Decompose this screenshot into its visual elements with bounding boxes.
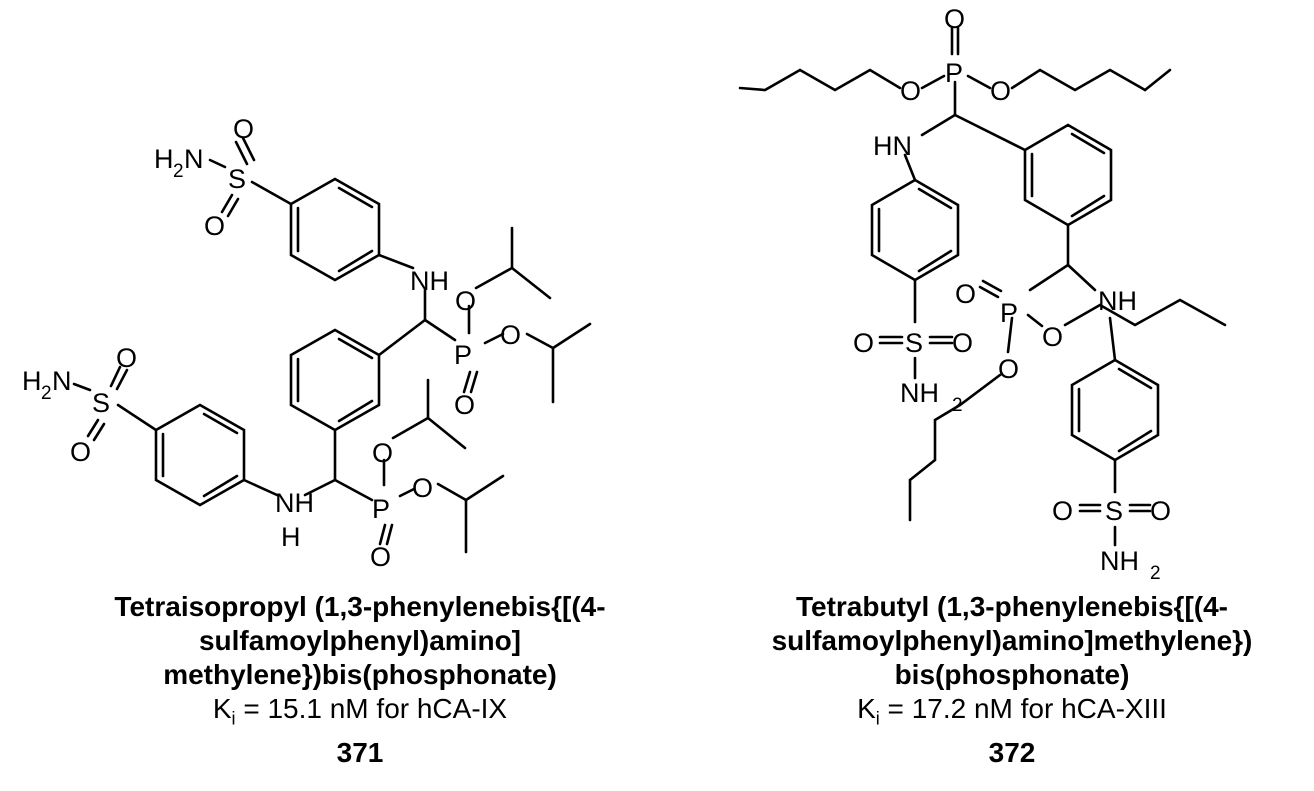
svg-text:O: O (955, 279, 976, 309)
svg-text:O: O (412, 473, 433, 503)
svg-text:NH: NH (900, 378, 939, 408)
svg-text:S: S (92, 388, 110, 418)
structure-371: H 2 N S O O NH P O O O H 2 N S O O NH H … (22, 114, 592, 572)
svg-text:H: H (281, 522, 301, 552)
svg-text:O: O (233, 114, 254, 144)
svg-text:N: N (184, 144, 204, 174)
svg-text:P: P (454, 340, 472, 370)
svg-text:O: O (70, 437, 91, 467)
svg-text:2: 2 (41, 383, 52, 404)
lower-benzene-ring (1070, 358, 1160, 462)
svg-text:S: S (1105, 496, 1123, 526)
svg-text:O: O (454, 390, 475, 420)
svg-text:O: O (853, 328, 874, 358)
svg-text:O: O (1052, 496, 1073, 526)
svg-text:O: O (204, 211, 225, 241)
svg-text:S: S (905, 328, 923, 358)
svg-text:2: 2 (173, 161, 184, 182)
svg-text:N: N (52, 366, 72, 396)
svg-text:O: O (372, 438, 393, 468)
svg-text:O: O (116, 343, 137, 373)
ki-value: Ki = 15.1 nM for hCA-IX (212, 693, 508, 729)
svg-text:O: O (1150, 496, 1171, 526)
svg-text:NH: NH (1098, 286, 1137, 316)
compound-name-line: Tetrabutyl (1,3-phenylenebis{[(4- (795, 591, 1228, 622)
svg-text:NH: NH (275, 488, 314, 518)
svg-text:P: P (1000, 298, 1018, 328)
compound-name-line: Tetraisopropyl (1,3-phenylenebis{[(4- (114, 591, 606, 622)
lower-benzene-ring (154, 403, 246, 507)
ki-value: Ki = 17.2 nM for hCA-XIII (857, 693, 1167, 729)
svg-text:NH: NH (410, 266, 449, 296)
compound-number: 372 (988, 736, 1036, 768)
compound-name-line: bis(phosphonate) (894, 659, 1130, 690)
svg-text:P: P (372, 494, 390, 524)
compound-name-line: methylene})bis(phosphonate) (163, 659, 557, 690)
svg-text:P: P (945, 58, 963, 88)
svg-text:HN: HN (873, 131, 912, 161)
left-benzene-ring (870, 178, 960, 282)
upper-benzene-ring (289, 177, 381, 282)
svg-text:O: O (900, 76, 921, 106)
svg-text:H: H (22, 366, 42, 396)
svg-text:O: O (952, 328, 973, 358)
svg-text:O: O (998, 354, 1019, 384)
svg-text:S: S (228, 164, 246, 194)
svg-text:O: O (1042, 322, 1063, 352)
compound-number: 371 (336, 736, 384, 768)
caption-372: Tetrabutyl (1,3-phenylenebis{[(4- sulfam… (710, 590, 1314, 770)
central-benzene-ring (289, 328, 381, 432)
svg-text:NH: NH (1100, 546, 1139, 576)
compound-name-line: sulfamoylphenyl)amino] (198, 625, 522, 656)
structure-372: O P O O HN O S O NH 2 O P O O NH O S O N… (738, 4, 1227, 584)
svg-text:O: O (370, 542, 391, 572)
central-benzene-ring (1023, 123, 1113, 227)
compound-name-line: sulfamoylphenyl)amino]methylene}) (771, 625, 1253, 656)
svg-text:O: O (500, 320, 521, 350)
svg-text:2: 2 (1150, 563, 1161, 584)
svg-text:H: H (154, 144, 174, 174)
svg-text:O: O (455, 286, 476, 316)
svg-text:O: O (944, 4, 965, 34)
svg-text:2: 2 (952, 395, 963, 416)
svg-text:O: O (990, 76, 1011, 106)
caption-371: Tetraisopropyl (1,3-phenylenebis{[(4- su… (0, 590, 720, 770)
